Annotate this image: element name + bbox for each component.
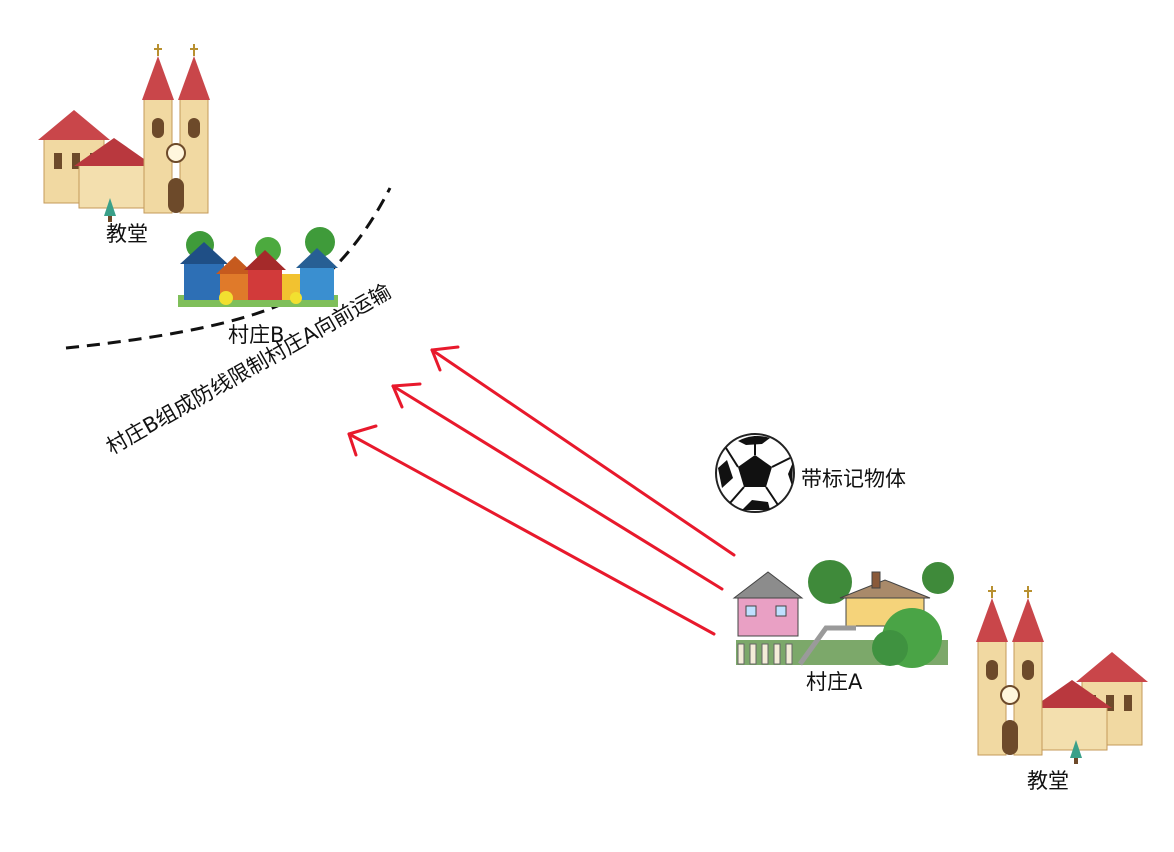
transport-arrows [347,345,736,636]
arrow-middle-head [391,382,422,409]
arrow-bottom [347,432,716,636]
village-b-houses-icon [178,227,338,307]
arrow-top [430,348,736,557]
village-b-label: 村庄B [228,323,285,347]
marked-object-label: 带标记物体 [801,467,906,491]
arrow-top-head [430,345,460,372]
village-a-label: 村庄A [806,670,863,694]
village-a-houses-icon [732,560,954,668]
soccer-ball-icon [715,433,795,513]
church-label-top-left: 教堂 [106,222,148,246]
church-icon [975,585,1149,765]
church-label-bottom-right: 教堂 [1027,769,1069,793]
arrow-bottom-head [347,424,378,457]
arrow-middle [391,384,724,591]
church-icon [37,43,211,223]
